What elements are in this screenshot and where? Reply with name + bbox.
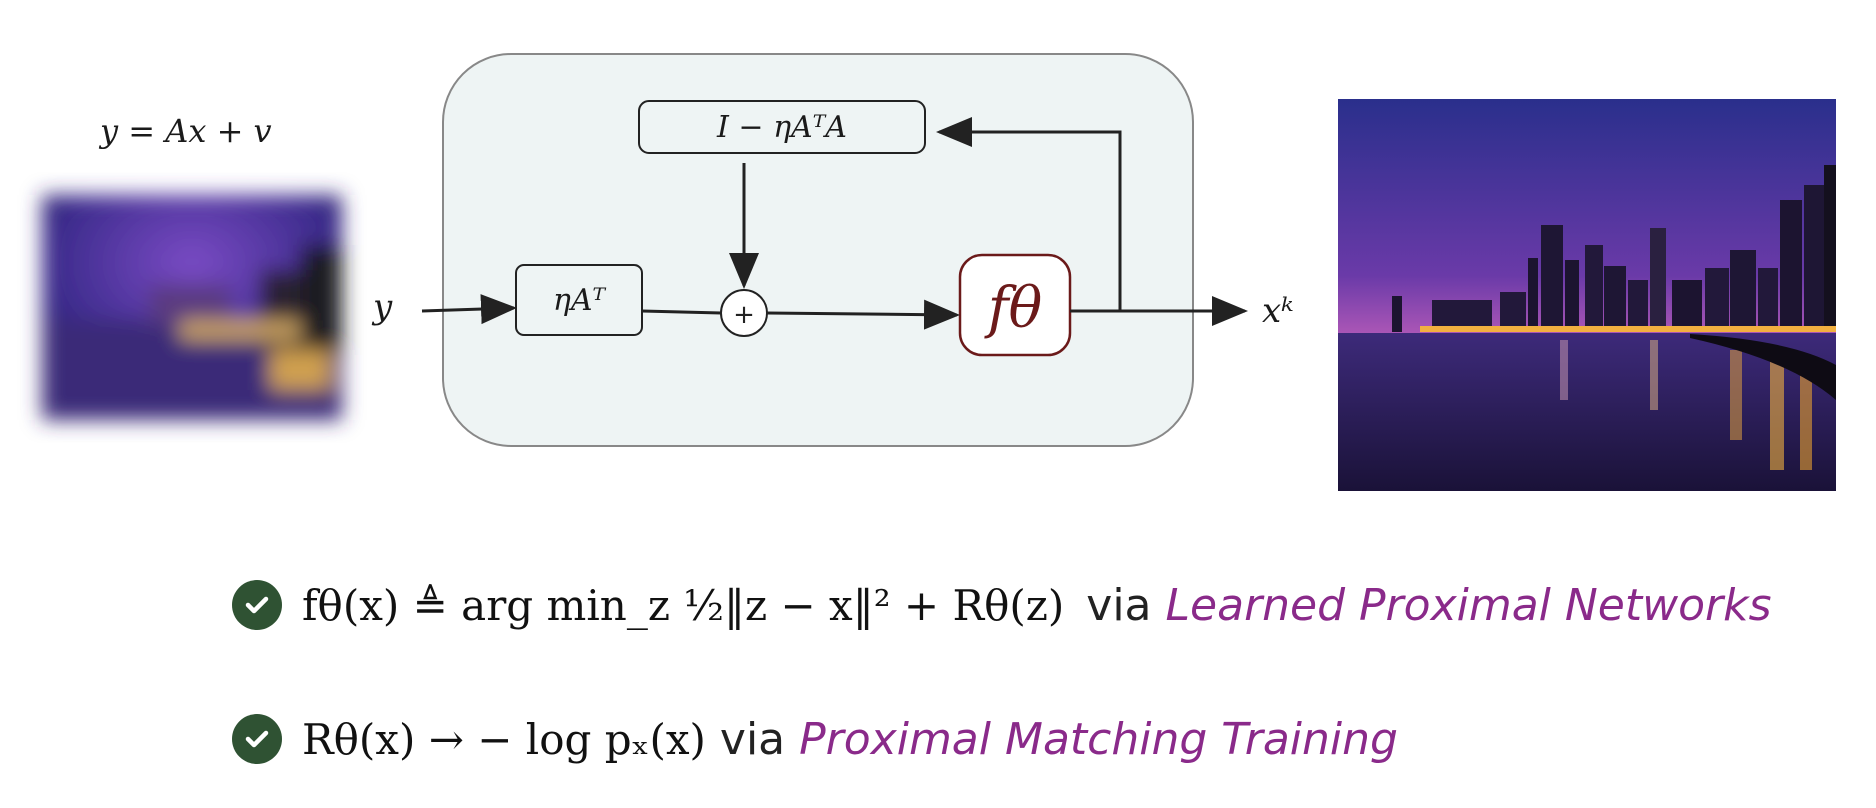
bullet-proximal-networks: fθ(x) ≜ arg min_z ½‖z − x‖² + Rθ(z) via … <box>232 570 1772 640</box>
check-circle-icon <box>232 714 282 764</box>
regularizer-limit-formula: Rθ(x) → − log pₓ(x) <box>302 714 706 764</box>
output-label: xᵏ <box>1262 291 1294 331</box>
clean-output-image <box>1338 99 1836 491</box>
method-learned-proximal-networks: Learned Proximal Networks <box>1165 579 1772 631</box>
proximal-definition-formula: fθ(x) ≜ arg min_z ½‖z − x‖² + Rθ(z) <box>302 580 1065 630</box>
input-arrow <box>421 294 517 325</box>
bullet-proximal-matching: Rθ(x) → − log pₓ(x) via Proximal Matchin… <box>232 704 1398 774</box>
input-label: y <box>371 287 393 327</box>
proximal-network-label: fθ <box>984 276 1042 341</box>
via-label: via <box>719 713 786 765</box>
observation-model-label: y = Ax + v <box>98 112 272 150</box>
sum-symbol: + <box>733 300 755 330</box>
feedback-arrow <box>936 117 1122 311</box>
method-proximal-matching-training: Proximal Matching Training <box>799 713 1398 765</box>
proximal-network-box <box>958 253 1072 357</box>
gradient-operator-label: I − ηAᵀA <box>716 110 847 145</box>
gradient-operator-box <box>638 100 926 154</box>
check-circle-icon <box>232 580 282 630</box>
sum-to-network-arrow <box>766 299 960 330</box>
via-label: via <box>1086 579 1152 631</box>
blurred-input-image <box>42 195 342 420</box>
adjoint-operator-label: ηAᵀ <box>553 283 607 318</box>
adjoint-to-sum-line <box>641 309 722 315</box>
